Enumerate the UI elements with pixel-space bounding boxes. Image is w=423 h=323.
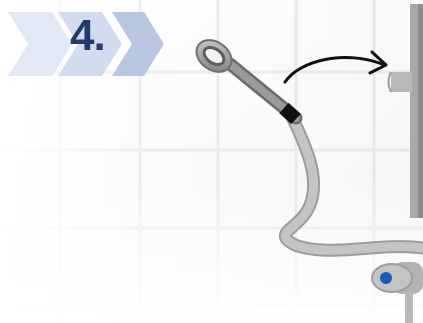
step-number: 4. [70, 14, 105, 58]
